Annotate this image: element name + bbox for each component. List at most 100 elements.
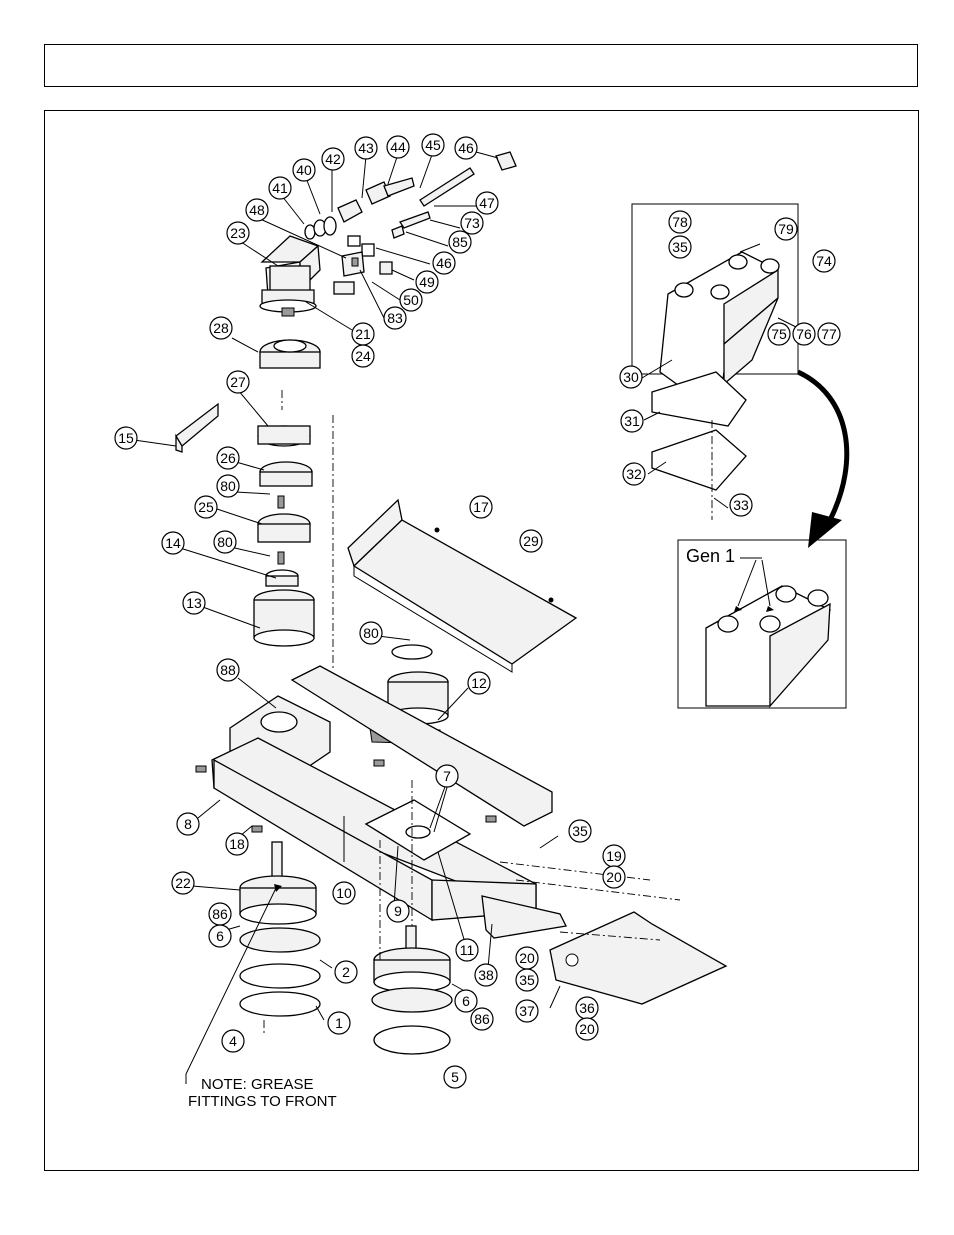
svg-text:75: 75 [771,326,787,342]
callout-14: 14 [161,531,185,555]
svg-text:40: 40 [296,162,312,178]
svg-text:20: 20 [519,950,535,966]
svg-text:9: 9 [394,903,402,919]
svg-text:77: 77 [821,326,837,342]
callout-35a: 35 [568,819,592,843]
callout-80c: 80 [359,621,383,645]
svg-text:19: 19 [606,848,622,864]
callout-74: 74 [812,249,836,273]
callout-44: 44 [386,135,410,159]
callout-45: 45 [421,133,445,157]
svg-text:35: 35 [672,239,688,255]
hydraulic-fittings [304,151,517,295]
svg-text:79: 79 [778,221,794,237]
callout-17: 17 [469,495,493,519]
header-box [44,44,918,87]
mount-bracket [651,251,780,491]
callout-21: 21 [351,322,375,346]
main-housing [195,665,567,939]
svg-text:7: 7 [443,768,451,784]
svg-text:43: 43 [358,140,374,156]
svg-text:36: 36 [579,1000,595,1016]
svg-text:37: 37 [519,1003,535,1019]
svg-text:88: 88 [220,662,236,678]
svg-text:5: 5 [451,1069,459,1085]
svg-text:10: 10 [336,885,352,901]
callout-25: 25 [194,495,218,519]
gen1-bracket [705,585,831,708]
svg-text:78: 78 [672,214,688,230]
callout-10: 10 [332,881,356,905]
svg-text:41: 41 [272,180,288,196]
svg-text:85: 85 [452,234,468,250]
callout-24: 24 [351,344,375,368]
callout-28: 28 [209,316,233,340]
callout-27: 27 [226,370,250,394]
callout-5: 5 [443,1065,467,1089]
diagram-frame [44,110,919,1171]
svg-text:28: 28 [213,320,229,336]
hydraulic-motor [259,235,321,317]
svg-text:35: 35 [572,823,588,839]
callout-23: 23 [226,221,250,245]
callout-86b: 86 [470,1007,494,1031]
curved-arrow [796,369,850,522]
callout-31: 31 [620,409,644,433]
callout-37: 37 [515,999,539,1023]
svg-text:6: 6 [462,993,470,1009]
callout-36: 36 [575,996,599,1020]
callout-80a: 80 [216,474,240,498]
svg-text:25: 25 [198,499,214,515]
svg-text:12: 12 [471,675,487,691]
svg-text:49: 49 [419,274,435,290]
svg-text:42: 42 [325,151,341,167]
svg-text:14: 14 [165,535,181,551]
bracket-15 [175,402,219,453]
callout-50: 50 [399,288,423,312]
svg-text:21: 21 [355,326,371,342]
note-line-1: NOTE: GREASE [201,1076,314,1093]
callout-79: 79 [774,217,798,241]
svg-text:47: 47 [479,195,495,211]
svg-text:86: 86 [474,1011,490,1027]
callout-group: 46 45 44 43 42 40 41 48 23 47 73 85 46 4… [114,133,841,1089]
svg-text:80: 80 [363,625,379,641]
svg-text:2: 2 [342,964,350,980]
callout-83: 83 [383,306,407,330]
callout-19: 19 [602,844,626,868]
svg-text:18: 18 [229,836,245,852]
callout-12: 12 [467,671,491,695]
svg-text:80: 80 [217,534,233,550]
callout-73: 73 [460,211,484,235]
svg-text:20: 20 [579,1021,595,1037]
callout-46: 46 [454,136,478,160]
gen1-inset [677,539,847,709]
callout-88: 88 [216,658,240,682]
svg-text:11: 11 [460,942,475,958]
svg-text:31: 31 [624,413,640,429]
callout-77: 77 [817,322,841,346]
svg-text:50: 50 [403,292,419,308]
svg-text:27: 27 [230,374,246,390]
svg-text:24: 24 [355,348,371,364]
svg-text:83: 83 [387,310,403,326]
callout-85: 85 [448,230,472,254]
callout-78: 78 [668,210,692,234]
svg-text:86: 86 [212,906,228,922]
coupler-stack [253,339,321,647]
svg-text:73: 73 [464,215,480,231]
callout-15: 15 [114,426,138,450]
callout-6b: 6 [454,989,478,1013]
callout-20a: 20 [602,865,626,889]
callout-35c: 35 [668,235,692,259]
callout-29: 29 [519,529,543,553]
svg-text:26: 26 [220,450,236,466]
callout-4: 4 [221,1029,245,1053]
svg-text:13: 13 [186,595,202,611]
callout-40: 40 [292,158,316,182]
callout-9: 9 [386,899,410,923]
cover-plate [347,498,578,673]
callout-1: 1 [327,1011,351,1035]
callout-41: 41 [268,176,292,200]
